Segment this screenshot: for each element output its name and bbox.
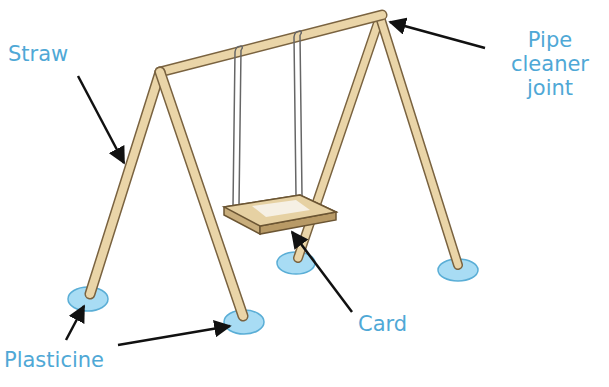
- swing-ropes: [233, 31, 302, 206]
- leader-line: [78, 76, 124, 163]
- straw-top-bar: [160, 15, 382, 72]
- part-label: Pipe cleaner joint: [496, 28, 604, 100]
- straw-legs-front: [90, 72, 243, 316]
- card-seat: [224, 195, 336, 234]
- leader-line: [66, 306, 84, 340]
- leader-line: [292, 232, 352, 312]
- leader-lines: [66, 22, 485, 345]
- part-label: Card: [358, 312, 407, 336]
- part-label: Straw: [8, 42, 68, 66]
- leader-line: [118, 326, 230, 345]
- part-label: Plasticine: [4, 348, 104, 372]
- leader-line: [390, 22, 485, 48]
- straw-legs-back: [298, 17, 458, 265]
